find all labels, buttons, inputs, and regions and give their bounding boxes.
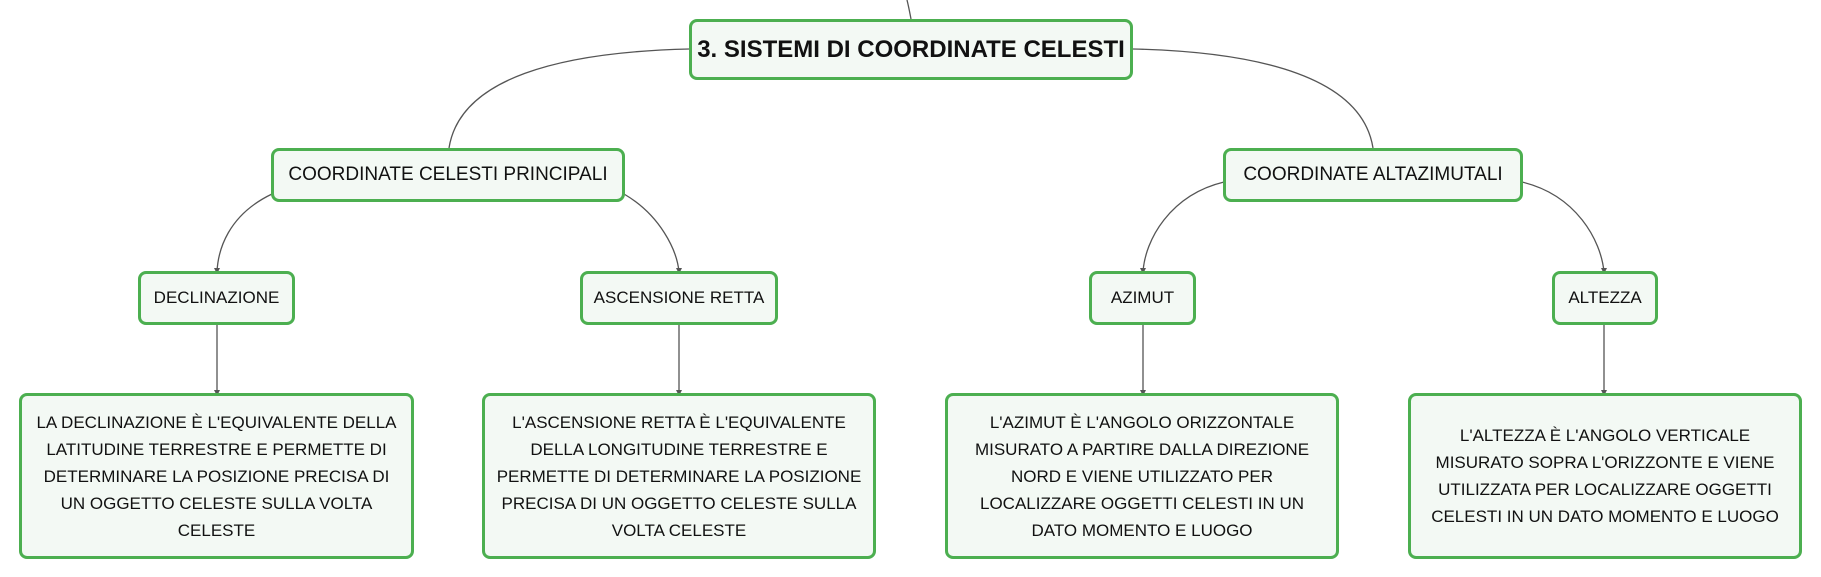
- detail-ascensione-retta[interactable]: L'ASCENSIONE RETTA È L'EQUIVALENTE DELLA…: [482, 393, 876, 559]
- root-topic[interactable]: 3. SISTEMI DI COORDINATE CELESTI: [689, 19, 1133, 80]
- subtopic-ascensione-retta[interactable]: ASCENSIONE RETTA: [580, 271, 778, 325]
- detail-altezza[interactable]: L'ALTEZZA È L'ANGOLO VERTICALE MISURATO …: [1408, 393, 1802, 559]
- edge-altazimutali-to-azimut: [1142, 181, 1225, 273]
- detail-declinazione[interactable]: LA DECLINAZIONE È L'EQUIVALENTE DELLA LA…: [19, 393, 414, 559]
- edge-root-to-principali: [448, 48, 690, 149]
- detail-azimut[interactable]: L'AZIMUT È L'ANGOLO ORIZZONTALE MISURATO…: [945, 393, 1339, 559]
- edge-principali-to-ascensione: [623, 193, 680, 273]
- edge-principali-to-declinazione: [216, 193, 273, 273]
- topic-coordinate-celesti-principali[interactable]: COORDINATE CELESTI PRINCIPALI: [271, 148, 625, 202]
- subtopic-altezza[interactable]: ALTEZZA: [1552, 271, 1658, 325]
- subtopic-declinazione[interactable]: DECLINAZIONE: [138, 271, 295, 325]
- edge-altazimutali-to-altezza: [1521, 181, 1605, 273]
- topic-coordinate-altazimutali[interactable]: COORDINATE ALTAZIMUTALI: [1223, 148, 1523, 202]
- subtopic-azimut[interactable]: AZIMUT: [1089, 271, 1196, 325]
- edge-top-incoming: [906, 0, 912, 20]
- edge-root-to-altazimutali: [1132, 48, 1374, 149]
